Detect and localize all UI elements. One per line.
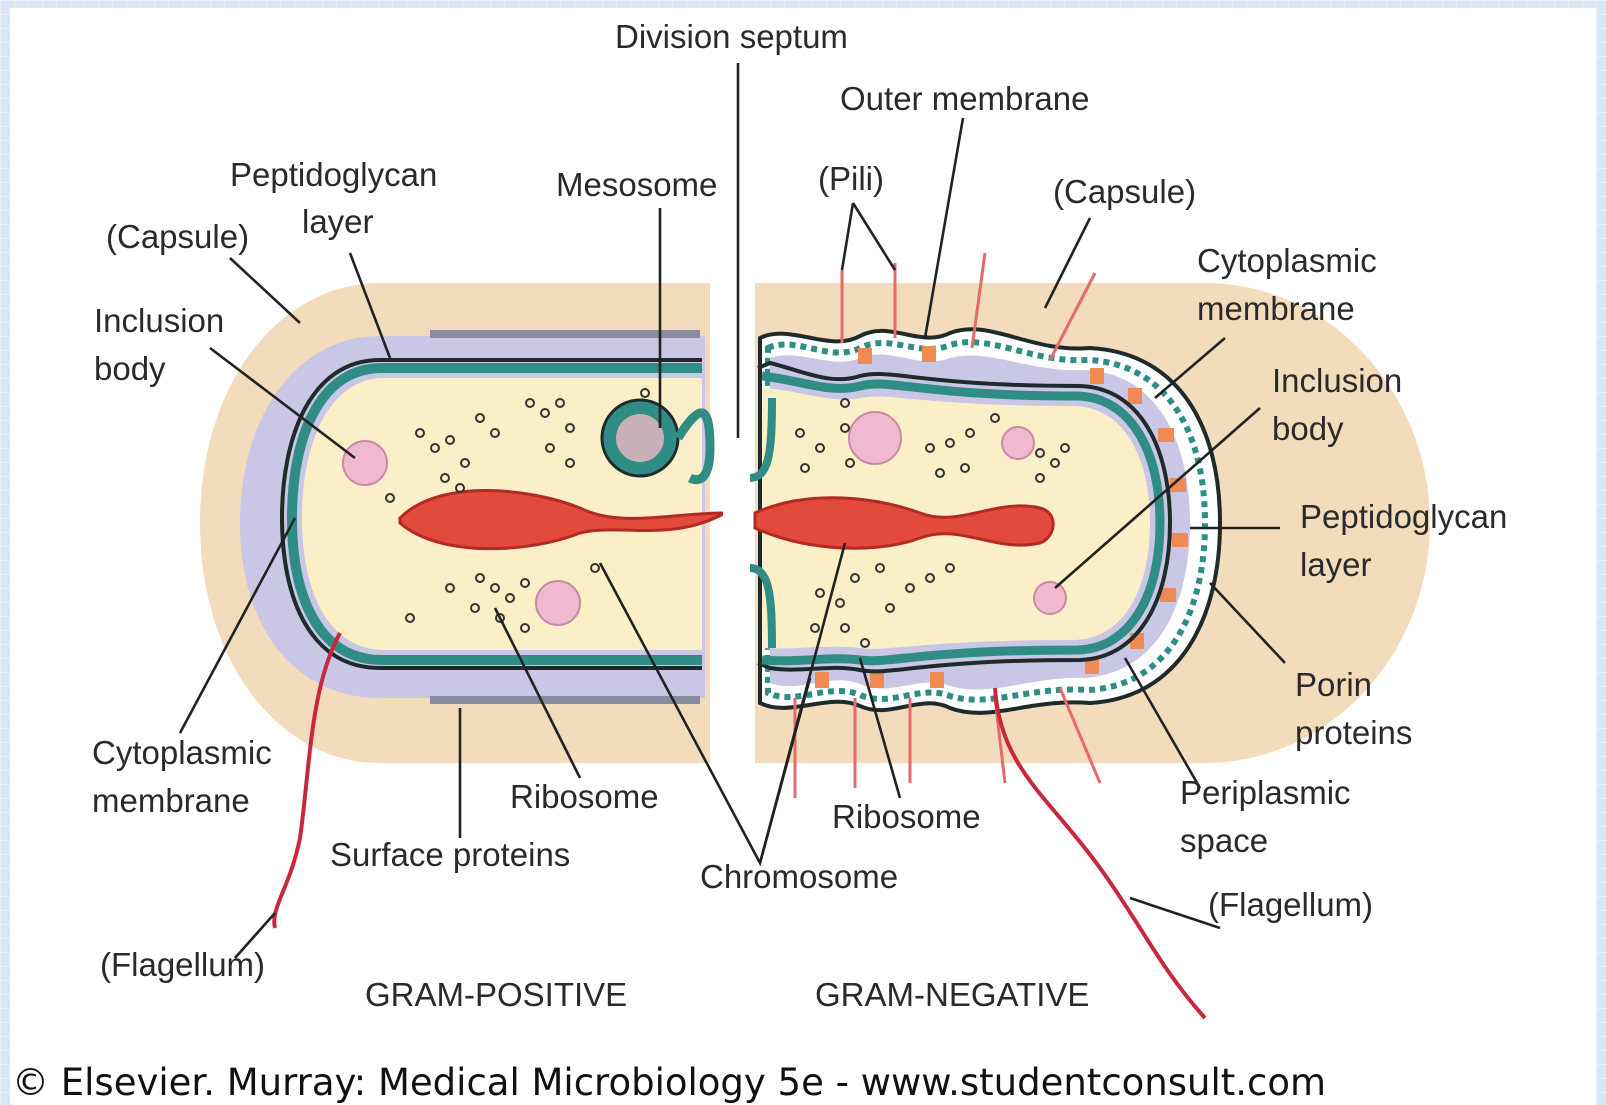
label-periplasmic-space-2: space — [1180, 822, 1268, 859]
division-septum-gap — [723, 283, 750, 773]
label-peptidoglycan-right-2: layer — [1300, 546, 1372, 583]
label-flagellum-right: (Flagellum) — [1208, 886, 1373, 923]
label-mesosome: Mesosome — [556, 166, 717, 203]
label-cytoplasmic-membrane-right: Cytoplasmic — [1197, 242, 1377, 279]
label-gram-negative: GRAM-NEGATIVE — [815, 976, 1089, 1013]
inclusion-body-left-1 — [343, 441, 387, 485]
label-cytoplasmic-membrane-right-2: membrane — [1197, 290, 1355, 327]
label-inclusion-body-left: Inclusion — [94, 302, 224, 339]
label-peptidoglycan-right: Peptidoglycan — [1300, 498, 1507, 535]
gram-positive-cell — [200, 283, 725, 928]
label-gram-positive: GRAM-POSITIVE — [365, 976, 627, 1013]
inclusion-body-right-3 — [1034, 582, 1066, 614]
inclusion-body-right-1 — [849, 412, 901, 464]
label-capsule-left: (Capsule) — [106, 218, 249, 255]
label-peptidoglycan-left: Peptidoglycan — [230, 156, 437, 193]
label-flagellum-left: (Flagellum) — [100, 946, 265, 983]
label-inclusion-body-right: Inclusion — [1272, 362, 1402, 399]
label-ribosome-right: Ribosome — [832, 798, 981, 835]
label-outer-membrane: Outer membrane — [840, 80, 1089, 117]
inclusion-body-left-2 — [536, 581, 580, 625]
label-periplasmic-space: Periplasmic — [1180, 774, 1351, 811]
label-porin-proteins: Porin — [1295, 666, 1372, 703]
label-pili: (Pili) — [818, 160, 884, 197]
bacterial-cell-diagram: Division septum Outer membrane Peptidogl… — [10, 8, 1596, 1058]
label-cytoplasmic-membrane-left: Cytoplasmic — [92, 734, 272, 771]
label-inclusion-body-right-2: body — [1272, 410, 1344, 447]
copyright-footer: © Elsevier. Murray: Medical Microbiology… — [10, 1060, 1596, 1105]
label-cytoplasmic-membrane-left-2: membrane — [92, 782, 250, 819]
label-porin-proteins-2: proteins — [1295, 714, 1412, 751]
label-peptidoglycan-left-2: layer — [302, 203, 374, 240]
label-chromosome: Chromosome — [700, 858, 898, 895]
label-ribosome-left: Ribosome — [510, 778, 659, 815]
label-capsule-right: (Capsule) — [1053, 173, 1196, 210]
inclusion-body-right-2 — [1002, 427, 1034, 459]
label-surface-proteins: Surface proteins — [330, 836, 570, 873]
label-inclusion-body-left-2: body — [94, 350, 166, 387]
surface-proteins-bottom — [430, 696, 700, 704]
label-division-septum: Division septum — [615, 18, 848, 55]
figure-frame: Division septum Outer membrane Peptidogl… — [10, 8, 1596, 1105]
